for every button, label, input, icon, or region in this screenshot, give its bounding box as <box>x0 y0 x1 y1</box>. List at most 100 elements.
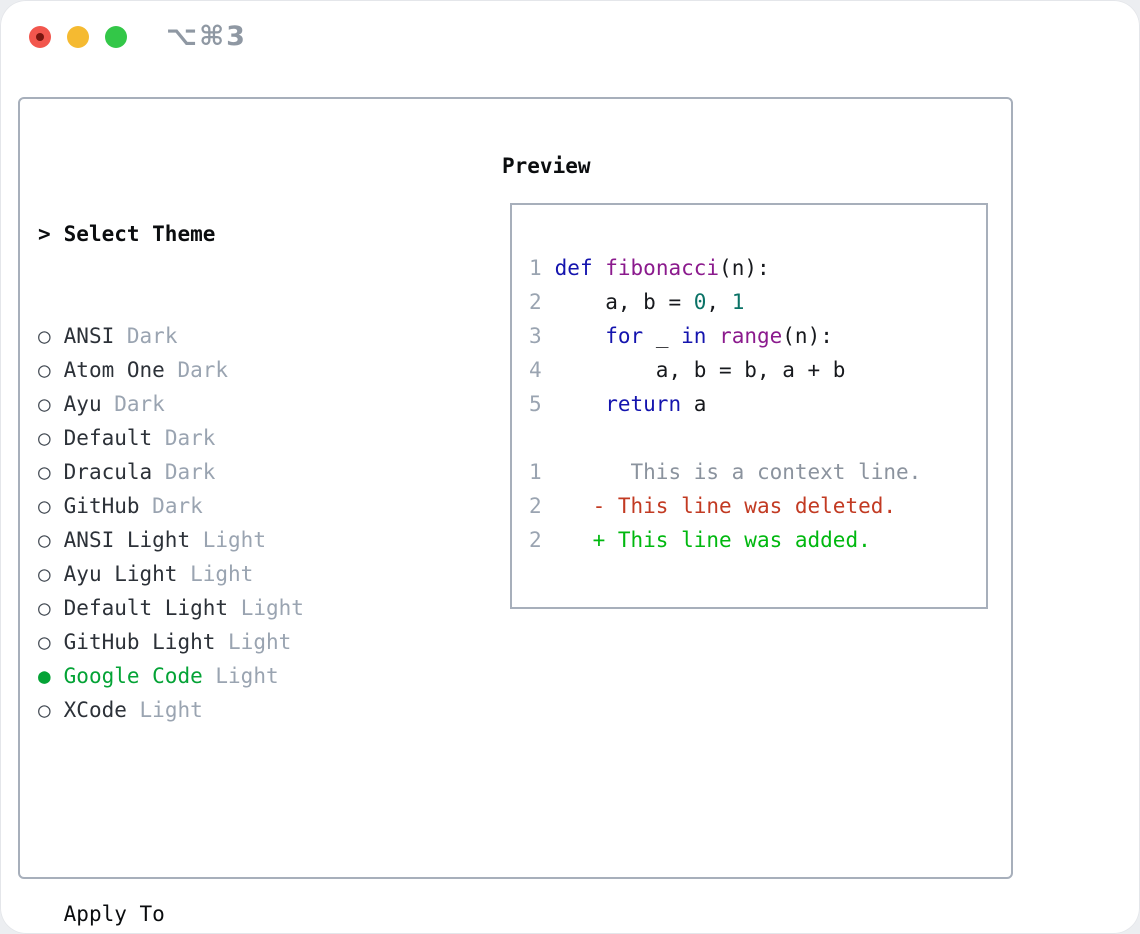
theme-option-ansi-light-label: ANSI Light <box>63 528 191 552</box>
line-number: 1 <box>529 460 542 484</box>
theme-option-ansi-light[interactable]: ○ ANSI Light Light <box>38 523 392 557</box>
code-segment-ctx: This is a context line. <box>554 460 922 484</box>
radio-unselected-icon: ○ <box>38 358 51 382</box>
code-segment-pl: a, b = <box>554 290 694 314</box>
radio-unselected-icon: ○ <box>38 528 51 552</box>
code-segment-fn: fibonacci <box>605 256 720 280</box>
theme-variant-label: Dark <box>126 324 178 348</box>
theme-variant-label: Light <box>139 698 203 722</box>
code-segment-pl <box>593 256 606 280</box>
theme-variant-label: Light <box>190 562 254 586</box>
theme-variant-label: Dark <box>152 494 203 518</box>
theme-option-github-light-label: GitHub Light <box>63 630 216 654</box>
theme-list-column: > Select Theme ○ ANSI Dark○ Atom One Dar… <box>38 149 392 934</box>
preview-title: Preview <box>502 154 591 178</box>
preview-line-2: 2 a, b = 0, 1 <box>529 285 921 319</box>
theme-option-ayu[interactable]: ○ Ayu Dark <box>38 387 392 421</box>
line-number: 5 <box>529 392 542 416</box>
code-segment-pl: (n): <box>782 324 833 348</box>
line-number: 2 <box>529 290 542 314</box>
theme-option-xcode-label: XCode <box>63 698 127 722</box>
spacer <box>38 795 392 829</box>
theme-option-default-label: Default <box>63 426 153 450</box>
code-segment-pl: , <box>706 290 732 314</box>
radio-unselected-icon: ○ <box>38 494 51 518</box>
theme-option-default-light-label: Default Light <box>63 596 229 620</box>
line-number: 2 <box>529 528 542 552</box>
preview-line-8: 2 - This line was deleted. <box>529 489 921 523</box>
selection-cursor-icon: > <box>38 222 51 246</box>
radio-unselected-icon: ○ <box>38 392 51 416</box>
theme-option-atom-one-label: Atom One <box>63 358 165 382</box>
zoom-button[interactable] <box>105 26 127 48</box>
theme-option-github-label: GitHub <box>63 494 140 518</box>
code-segment-kw: in <box>681 324 707 348</box>
preview-line-3: 3 for _ in range(n): <box>529 319 921 353</box>
line-number: 3 <box>529 324 542 348</box>
theme-option-google-code[interactable]: ● Google Code Light <box>38 659 392 693</box>
theme-option-dracula[interactable]: ○ Dracula Dark <box>38 455 392 489</box>
code-segment-pl: a, b = b, a + b <box>554 358 846 382</box>
theme-option-ayu-label: Ayu <box>63 392 102 416</box>
radio-unselected-icon: ○ <box>38 562 51 586</box>
apply-to-title: Apply To <box>63 902 165 926</box>
preview-line-7: 1 This is a context line. <box>529 455 921 489</box>
minimize-button[interactable] <box>67 26 89 48</box>
code-segment-add: + This line was added. <box>554 528 871 552</box>
code-segment-pl <box>555 392 606 416</box>
theme-variant-label: Dark <box>177 358 229 382</box>
theme-option-atom-one[interactable]: ○ Atom One Dark <box>38 353 392 387</box>
code-segment-pl <box>706 324 719 348</box>
line-number: 2 <box>529 494 542 518</box>
code-segment-lit: 0 <box>693 290 707 314</box>
radio-unselected-icon: ○ <box>38 460 51 484</box>
theme-option-github[interactable]: ○ GitHub Dark <box>38 489 392 523</box>
code-segment-pl: a <box>681 392 707 416</box>
code-segment-kw: return <box>605 392 682 416</box>
radio-unselected-icon: ○ <box>38 698 51 722</box>
preview-line-1: 1 def fibonacci(n): <box>529 251 921 285</box>
theme-option-google-code-label: Google Code <box>63 664 203 688</box>
line-number: 1 <box>529 256 542 280</box>
theme-selector-panel: > Select Theme ○ ANSI Dark○ Atom One Dar… <box>18 97 1013 926</box>
theme-option-ansi[interactable]: ○ ANSI Dark <box>38 319 392 353</box>
preview-blank-line <box>529 421 921 455</box>
theme-variant-label: Dark <box>164 426 216 450</box>
code-segment-del: - This line was deleted. <box>554 494 897 518</box>
radio-unselected-icon: ○ <box>38 630 51 654</box>
radio-unselected-icon: ○ <box>38 324 51 348</box>
line-number: 4 <box>529 358 542 382</box>
preview-line-5: 5 return a <box>529 387 921 421</box>
preview-line-9: 2 + This line was added. <box>529 523 921 557</box>
titlebar: ⌥⌘3 <box>0 0 1140 74</box>
theme-variant-label: Dark <box>114 392 165 416</box>
theme-option-ayu-light[interactable]: ○ Ayu Light Light <box>38 557 392 591</box>
theme-variant-label: Dark <box>164 460 216 484</box>
theme-variant-label: Light <box>215 664 279 688</box>
radio-selected-icon: ● <box>38 664 51 688</box>
code-segment-kw: for <box>605 324 644 348</box>
theme-option-github-light[interactable]: ○ GitHub Light Light <box>38 625 392 659</box>
radio-unselected-icon: ○ <box>38 596 51 620</box>
radio-unselected-icon: ○ <box>38 426 51 450</box>
code-segment-pl: _ <box>643 324 682 348</box>
code-segment-fn: range <box>719 324 783 348</box>
close-button[interactable] <box>29 26 51 48</box>
code-segment-pl: (n): <box>719 256 770 280</box>
theme-option-dracula-label: Dracula <box>63 460 153 484</box>
theme-variant-label: Light <box>228 630 292 654</box>
theme-option-default-light[interactable]: ○ Default Light Light <box>38 591 392 625</box>
code-segment-kw: def <box>554 256 593 280</box>
theme-variant-label: Light <box>202 528 266 552</box>
theme-option-xcode[interactable]: ○ XCode Light <box>38 693 392 727</box>
theme-option-default[interactable]: ○ Default Dark <box>38 421 392 455</box>
code-segment-lit: 1 <box>731 290 745 314</box>
select-theme-header: > Select Theme <box>38 217 392 251</box>
select-theme-title: Select Theme <box>63 222 216 246</box>
theme-option-ayu-light-label: Ayu Light <box>63 562 178 586</box>
window-title: ⌥⌘3 <box>166 21 247 52</box>
theme-variant-label: Light <box>240 596 304 620</box>
